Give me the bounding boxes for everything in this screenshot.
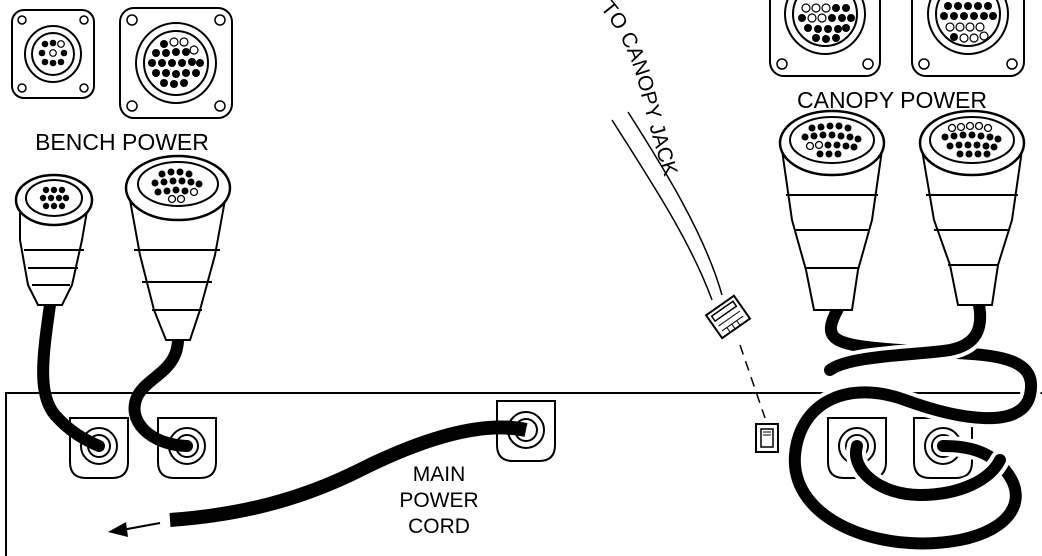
plug-canopy-1 xyxy=(778,109,886,311)
main-power-cord xyxy=(169,420,528,527)
receptacle-canopy-1 xyxy=(769,0,881,77)
jack-dashed-guide xyxy=(739,344,766,419)
bench-power-label: BENCH POWER xyxy=(35,129,209,155)
canopy-jack-cable xyxy=(611,111,723,301)
receptacle-bench-small xyxy=(11,9,95,99)
main-power-cord-label-line2: POWER xyxy=(399,489,478,512)
phone-jack-socket xyxy=(755,423,779,453)
rj-plug xyxy=(704,294,752,340)
plug-bench-large xyxy=(124,154,232,341)
chassis-panel xyxy=(5,392,1042,556)
cable-bench-large xyxy=(128,329,193,452)
cable-bench-small xyxy=(37,299,105,452)
main-power-cord-label-line1: MAIN xyxy=(413,463,466,486)
receptacle-bench-large xyxy=(119,7,233,119)
plug-canopy-2 xyxy=(918,109,1026,306)
canopy-jack-label: TO CANOPY JACK xyxy=(596,0,681,179)
receptacle-canopy-2 xyxy=(911,0,1025,77)
canopy-power-label: CANOPY POWER xyxy=(797,87,987,113)
main-power-cord-label-line3: CORD xyxy=(408,515,470,538)
cable-canopy-power xyxy=(784,290,1042,554)
plug-bench-small xyxy=(14,173,94,306)
main-power-arrow xyxy=(108,522,161,537)
